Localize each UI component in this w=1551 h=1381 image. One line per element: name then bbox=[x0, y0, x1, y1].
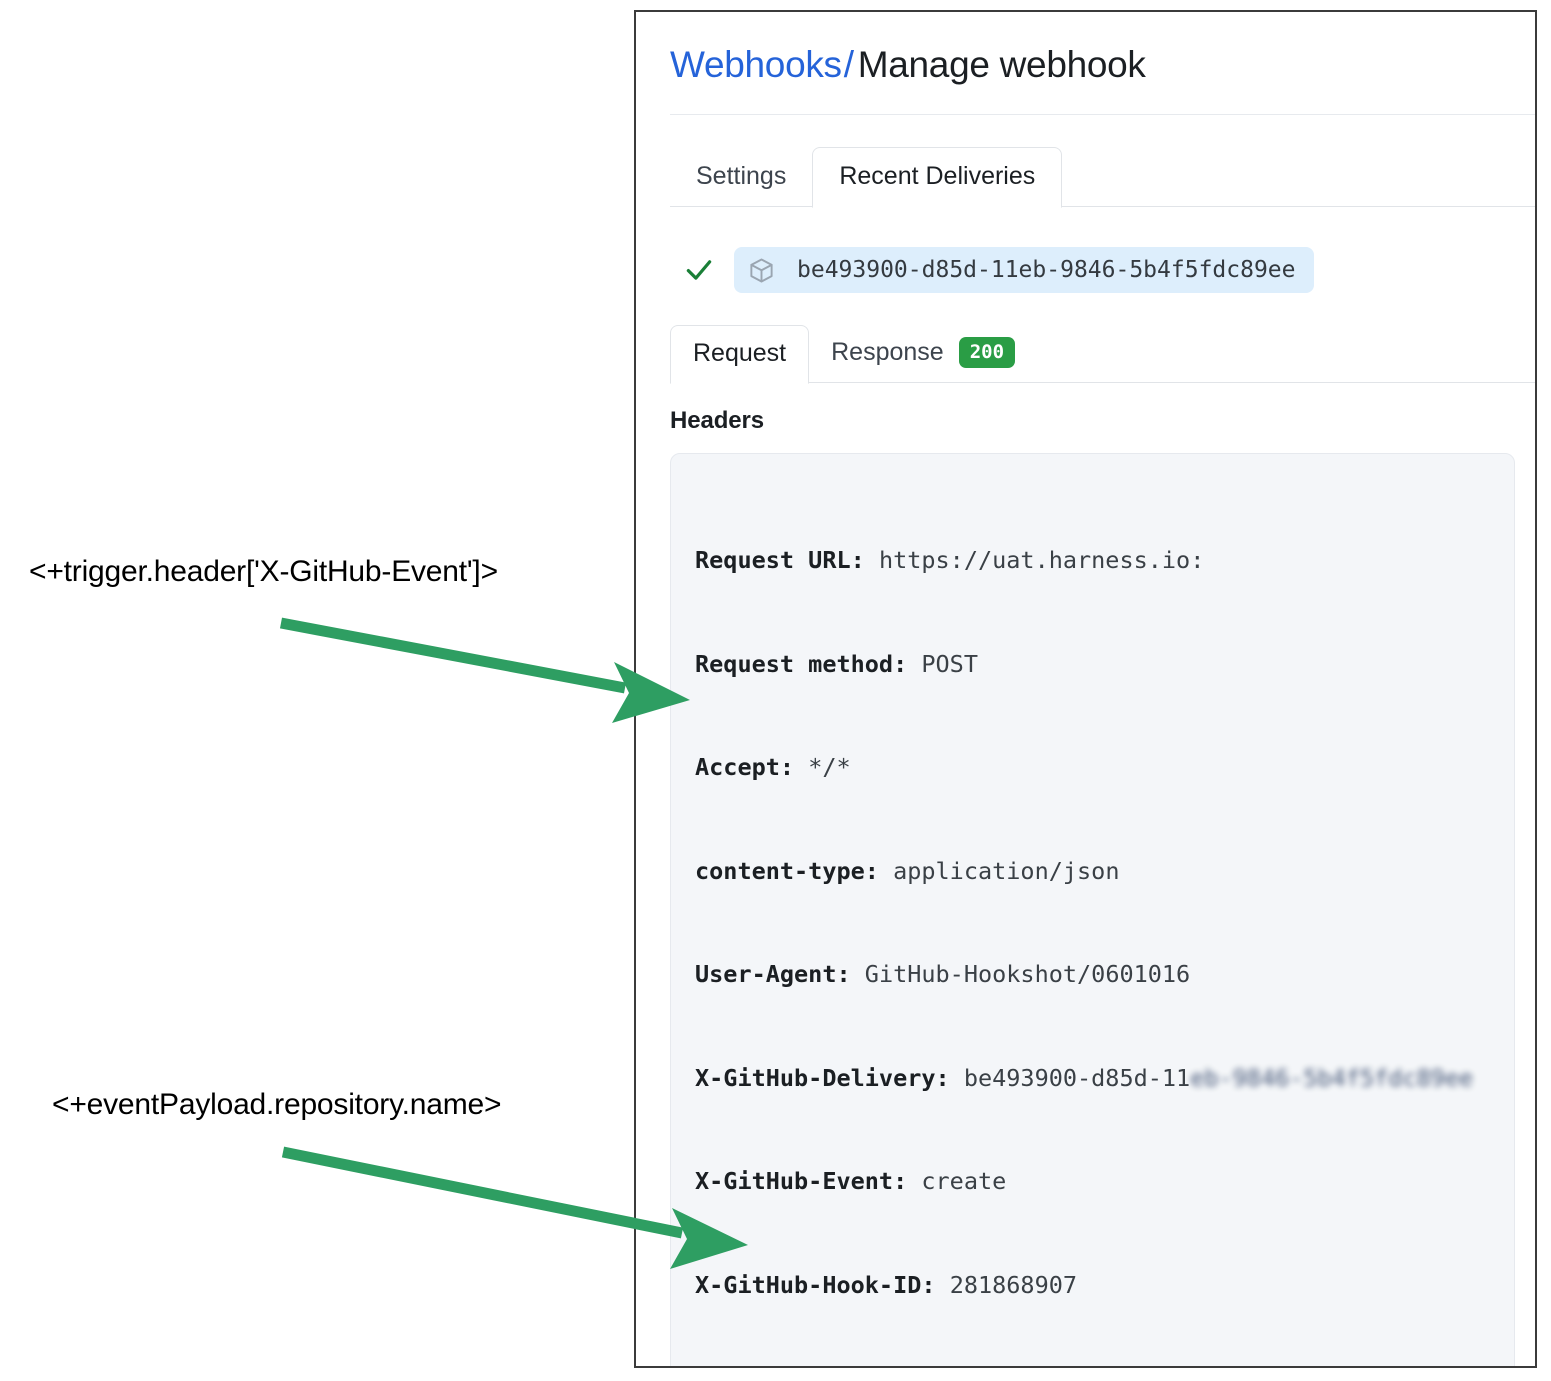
annotation-arrow-1 bbox=[279, 617, 690, 723]
cube-icon bbox=[748, 257, 775, 284]
header-line: Accept: */* bbox=[695, 753, 851, 782]
tab-request-label: Request bbox=[693, 339, 787, 368]
webhook-tabbar: Settings Recent Deliveries bbox=[670, 143, 1535, 209]
headers-section-title: Headers bbox=[670, 407, 765, 435]
breadcrumb: Webhooks/Manage webhook bbox=[670, 12, 1535, 88]
header-line: User-Agent: GitHub-Hookshot/0601016 bbox=[695, 960, 1191, 989]
delivery-id-text: be493900-d85d-11eb-9846-5b4f5fdc89ee bbox=[797, 257, 1296, 284]
delivery-row: be493900-d85d-11eb-9846-5b4f5fdc89ee bbox=[670, 245, 1535, 295]
breadcrumb-separator: / bbox=[843, 44, 854, 85]
redacted-delivery-suffix: eb-9846-5b4f5fdc89ee bbox=[1190, 1063, 1474, 1092]
header-line-delivery: X-GitHub-Delivery: be493900-d85d-11eb-98… bbox=[695, 1063, 1474, 1092]
header-line-event: X-GitHub-Event: create bbox=[695, 1167, 1007, 1196]
annotation-label-trigger-header: <+trigger.header['X-GitHub-Event']> bbox=[29, 555, 498, 588]
tab-response-label: Response bbox=[831, 338, 944, 367]
delivery-id-pill[interactable]: be493900-d85d-11eb-9846-5b4f5fdc89ee bbox=[734, 247, 1314, 294]
header-line: X-GitHub-Hook-ID: 281868907 bbox=[695, 1270, 1078, 1299]
manage-webhook-panel: Webhooks/Manage webhook Settings Recent … bbox=[634, 10, 1537, 1368]
check-icon bbox=[684, 255, 714, 285]
tab-recent-deliveries[interactable]: Recent Deliveries bbox=[812, 147, 1063, 209]
breadcrumb-link-webhooks[interactable]: Webhooks bbox=[670, 44, 842, 85]
header-divider bbox=[670, 114, 1535, 116]
page-title: Manage webhook bbox=[857, 44, 1146, 85]
tab-settings[interactable]: Settings bbox=[696, 162, 787, 191]
tab-response[interactable]: Response 200 bbox=[809, 324, 1037, 383]
status-badge: 200 bbox=[958, 337, 1016, 369]
header-line: Request method: POST bbox=[695, 649, 978, 678]
headers-code-block: Request URL: https://uat.harness.io: Req… bbox=[670, 453, 1515, 1366]
tab-request[interactable]: Request bbox=[670, 325, 810, 385]
header-line: Request URL: https://uat.harness.io: bbox=[695, 546, 1205, 575]
request-response-tabbar: Request Response 200 bbox=[670, 321, 1535, 385]
header-line: content-type: application/json bbox=[695, 856, 1120, 885]
annotation-label-event-payload: <+eventPayload.repository.name> bbox=[52, 1088, 502, 1121]
